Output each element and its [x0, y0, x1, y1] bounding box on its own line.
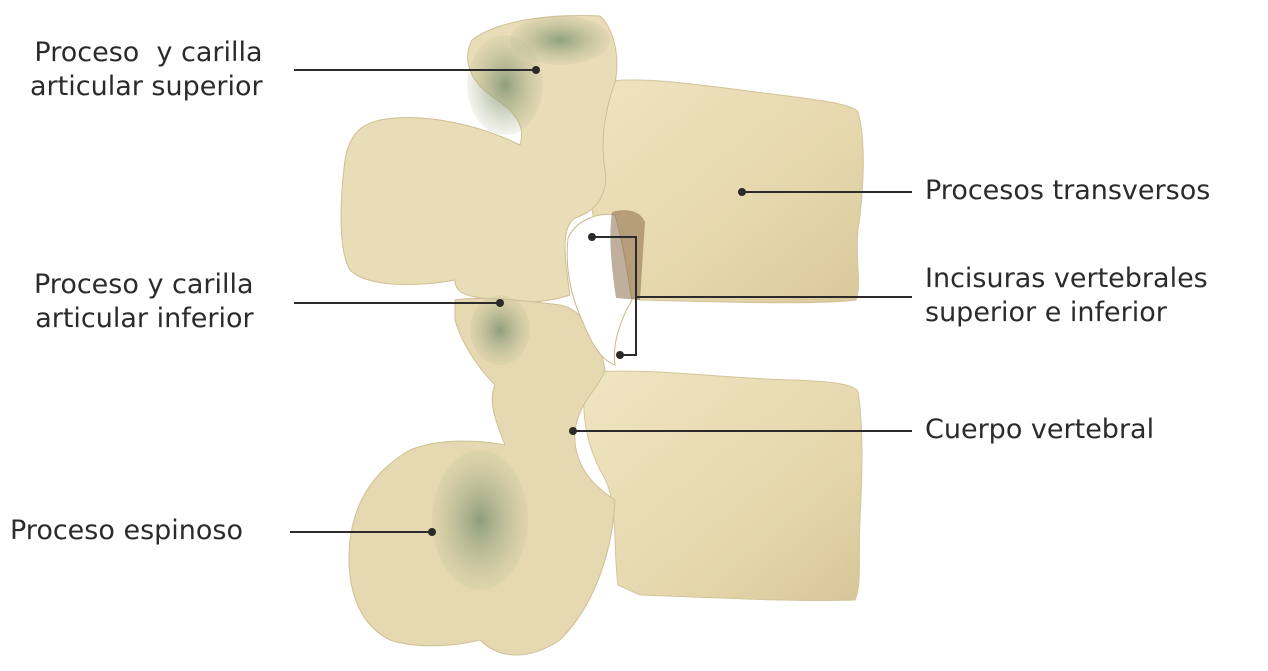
dot-spinous	[428, 528, 436, 536]
dot-transverse	[738, 188, 746, 196]
dot-superior-notch	[588, 233, 596, 241]
label-notches-line1: Incisuras vertebrales	[925, 262, 1208, 296]
dot-body	[569, 427, 577, 435]
label-body: Cuerpo vertebral	[925, 413, 1154, 447]
label-superior-articular-line1: Proceso y carilla	[30, 36, 263, 70]
spinous-green-tint	[432, 450, 528, 590]
label-transverse: Procesos transversos	[925, 174, 1210, 208]
dot-superior-articular	[532, 66, 540, 74]
label-superior-articular-line2: articular superior	[30, 70, 263, 104]
label-spinous: Proceso espinoso	[10, 514, 243, 548]
label-inferior-articular-line1: Proceso y carilla	[34, 268, 254, 302]
label-notches-line2: superior e inferior	[925, 296, 1208, 330]
label-inferior-articular-line2: articular inferior	[34, 302, 254, 336]
upper-green-tint	[510, 15, 610, 65]
lower-vertebral-body	[584, 371, 862, 600]
dot-inferior-notch	[616, 351, 624, 359]
label-inferior-articular: Proceso y carilla articular inferior	[34, 268, 254, 336]
dot-inferior-articular	[496, 299, 504, 307]
foramen-shadow	[610, 210, 645, 300]
label-body-line1: Cuerpo vertebral	[925, 413, 1154, 447]
label-superior-articular: Proceso y carilla articular superior	[30, 36, 263, 104]
label-spinous-line1: Proceso espinoso	[10, 514, 243, 548]
label-notches: Incisuras vertebrales superior e inferio…	[925, 262, 1208, 330]
label-transverse-line1: Procesos transversos	[925, 174, 1210, 208]
